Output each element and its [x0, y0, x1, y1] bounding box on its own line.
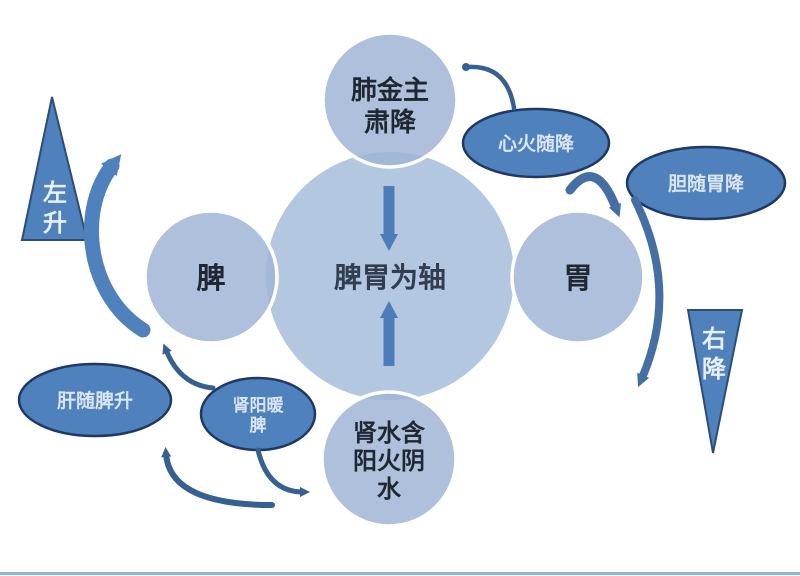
kidney-yang-label-line2: 脾 — [250, 415, 267, 435]
left-ascending-arrow — [84, 154, 151, 338]
lung-circle — [321, 31, 459, 169]
spleen-label: 脾 — [196, 262, 225, 295]
kidney-circle — [320, 390, 458, 528]
right-descending-triangle — [686, 309, 744, 454]
bottom-left-flow-arrow — [161, 447, 275, 508]
stomach-descend-arrow — [565, 172, 621, 218]
liver-ellipse-label: 肝随脾升 — [57, 389, 133, 412]
center-axis-label: 脾胃为轴 — [334, 262, 446, 293]
right-triangle-char1: 右 — [702, 326, 726, 353]
heart-ellipse — [461, 107, 611, 179]
gallbladder-ellipse — [625, 145, 787, 221]
heart-to-lung-connector-end — [462, 63, 470, 71]
spleen-circle — [143, 209, 279, 345]
outer-circles — [143, 31, 646, 528]
heart-ellipse-label: 心火随降 — [498, 132, 575, 155]
kidney-label-line3: 水 — [377, 476, 402, 503]
kidney-yang-to-spleen-arrow — [162, 343, 216, 391]
kidney-label-line2: 阳火阴 — [353, 448, 425, 475]
left-triangle-char1: 左 — [43, 180, 67, 207]
kidney-yang-label-line1: 肾阳暖 — [233, 395, 285, 415]
kidney-label-line1: 肾水含 — [353, 419, 426, 447]
lung-label-line2: 肃降 — [364, 107, 417, 137]
heart-to-lung-connector — [465, 64, 517, 111]
center-axis-circle — [266, 152, 514, 400]
gallbladder-ellipse-label: 胆随胃降 — [668, 172, 745, 195]
right-triangle-char2: 降 — [702, 355, 727, 383]
stomach-circle — [510, 209, 646, 345]
bottom-border-line — [0, 572, 800, 575]
stomach-label: 胃 — [563, 263, 592, 295]
kidney-to-kidney-yang-arrow — [255, 447, 310, 497]
lung-label-line1: 肺金主 — [351, 75, 429, 105]
right-descending-arrow — [631, 196, 664, 388]
liver-ellipse — [17, 362, 173, 438]
left-triangle-char2: 升 — [43, 210, 67, 237]
left-ascending-triangle — [20, 96, 89, 241]
